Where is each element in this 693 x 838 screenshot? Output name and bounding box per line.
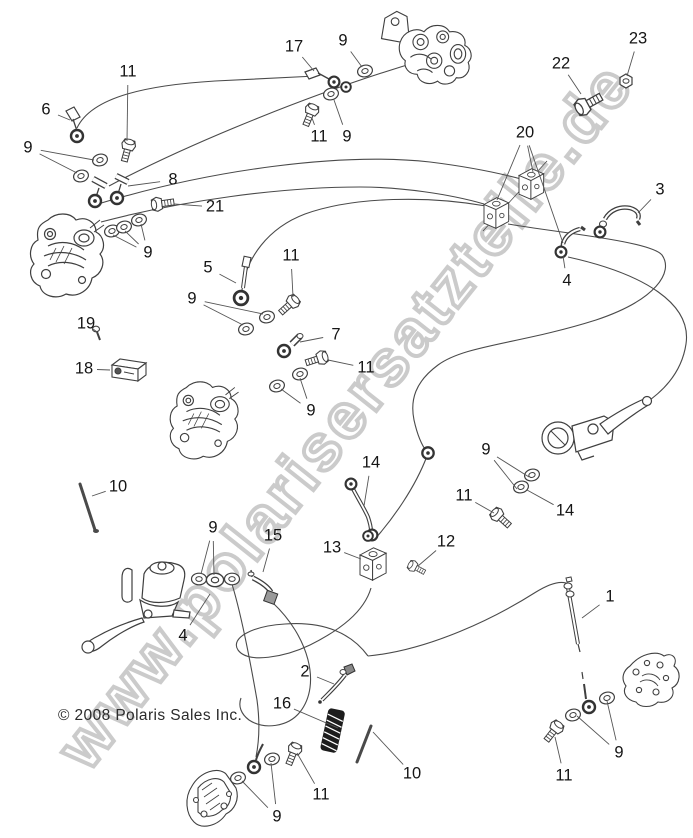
leader-line	[126, 84, 129, 142]
leader-line	[327, 359, 354, 366]
spring	[320, 708, 345, 753]
leader-line	[496, 456, 530, 478]
leader-line	[333, 99, 344, 125]
brake-line	[241, 198, 487, 291]
leader-line	[280, 388, 301, 404]
leader-line	[344, 552, 362, 560]
leader-line	[299, 377, 308, 399]
pad-pin	[355, 724, 373, 764]
left-master-cylinder	[81, 561, 191, 654]
leader-line	[39, 153, 78, 174]
copyright-text: © 2008 Polaris Sales Inc.	[58, 707, 243, 724]
leader-line	[124, 230, 139, 245]
leader-line	[291, 268, 294, 298]
leader-line	[316, 676, 335, 685]
brake-line	[100, 186, 485, 223]
brake-line	[230, 580, 260, 758]
leader-line	[293, 708, 339, 729]
leader-line	[203, 304, 244, 326]
pad-pin	[78, 482, 99, 533]
leader-line	[296, 752, 315, 784]
brake-line	[235, 587, 372, 659]
brake-pad-assembly	[186, 769, 238, 827]
leader-line	[299, 337, 324, 343]
leader-line	[112, 234, 137, 248]
leader-line	[212, 540, 215, 576]
leader-line	[417, 550, 437, 567]
leader-line	[526, 489, 554, 506]
leader-line	[57, 114, 71, 121]
leader-line	[350, 51, 363, 68]
leader-line	[567, 74, 582, 95]
leader-line	[493, 459, 518, 490]
leader-line	[262, 548, 270, 573]
rear-master-cylinder-assembly	[380, 10, 472, 85]
brake-line	[373, 455, 428, 541]
leader-line	[606, 700, 617, 741]
mount-clip	[110, 358, 148, 383]
leader-line	[241, 780, 269, 809]
leader-line	[270, 762, 277, 805]
right-master-cylinder	[541, 395, 653, 461]
leader-line	[204, 301, 264, 315]
brake-lines	[76, 55, 688, 758]
brake-line	[412, 223, 667, 453]
leader-line	[626, 51, 635, 77]
leader-line	[528, 145, 564, 244]
leader-line	[581, 604, 600, 619]
leader-line	[372, 731, 404, 765]
caliper-mounting-bracket	[622, 652, 680, 708]
brake-line	[76, 75, 317, 129]
leader-line	[189, 593, 211, 626]
leader-line	[140, 223, 146, 241]
leader-line	[219, 273, 237, 284]
leader-line	[311, 117, 315, 125]
leader-line	[496, 144, 521, 201]
leader-line	[40, 149, 95, 161]
leader-line	[637, 199, 652, 214]
brake-line	[367, 581, 567, 657]
leader-line	[92, 328, 97, 332]
compression-fitting	[65, 106, 81, 122]
leader-line	[200, 540, 211, 575]
leader-line	[527, 145, 534, 173]
leader-line	[96, 369, 111, 371]
leader-line	[127, 181, 161, 187]
leader-line	[475, 502, 495, 514]
leader-line	[363, 475, 370, 507]
leader-line	[301, 56, 315, 72]
nut	[619, 73, 633, 89]
leader-line	[562, 255, 566, 269]
brake-line	[239, 602, 312, 727]
leader-line	[554, 736, 562, 764]
leader-line	[91, 490, 106, 497]
leader-line	[173, 203, 203, 207]
fittings-and-hoses	[65, 67, 642, 761]
leader-line	[576, 715, 610, 745]
brake-line	[97, 158, 522, 205]
